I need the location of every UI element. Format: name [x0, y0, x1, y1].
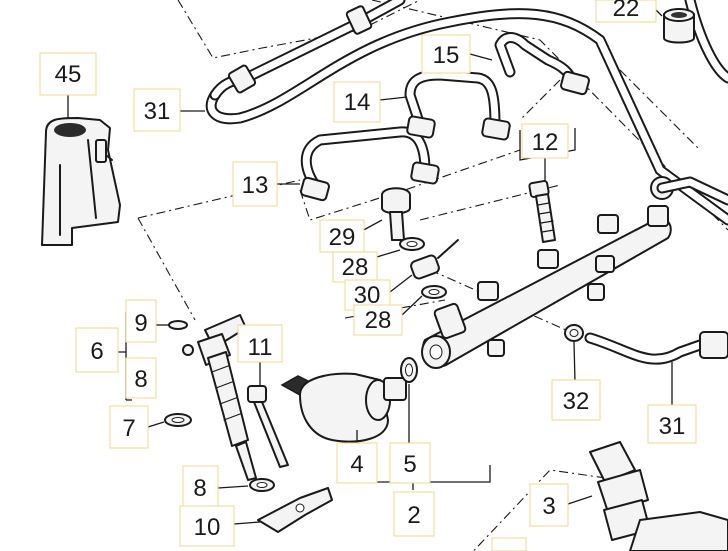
callout-label: 8 — [134, 366, 147, 393]
callout-15: 15 — [421, 34, 471, 74]
callout-31-lower: 31 — [647, 404, 697, 444]
callout-label: 7 — [122, 415, 135, 442]
callout-label: 5 — [403, 451, 416, 478]
injection-line-14 — [404, 69, 511, 141]
callout-45: 45 — [39, 52, 97, 96]
callout-11: 11 — [237, 324, 283, 363]
callout-2: 2 — [393, 491, 435, 537]
callout-9: 9 — [125, 299, 157, 343]
washer-part-28-upper — [399, 237, 425, 251]
callout-label: 45 — [55, 61, 82, 88]
callout-label: 22 — [613, 0, 640, 22]
callout-label: 28 — [342, 254, 369, 281]
pressure-sensor-part-4 — [280, 372, 407, 443]
callout-6: 6 — [75, 327, 119, 373]
callout-32: 32 — [551, 379, 601, 421]
callout-label: 8 — [193, 475, 206, 502]
callout-29: 29 — [319, 219, 365, 253]
injection-line-15 — [494, 32, 590, 96]
callout-label: 31 — [144, 98, 171, 125]
callout-7: 7 — [109, 405, 149, 449]
callout-label: 29 — [329, 224, 356, 251]
return-line-upper — [205, 0, 728, 226]
callout-28-lower: 28 — [353, 304, 403, 336]
bolt-part-12 — [528, 180, 556, 243]
seal-part-7 — [164, 413, 192, 427]
callout-8-lower: 8 — [182, 465, 219, 509]
injection-line-13 — [300, 126, 440, 202]
callout-label: 11 — [248, 334, 273, 361]
callout-10: 10 — [179, 505, 235, 547]
callout-label: 28 — [365, 307, 392, 334]
fuel-rail — [421, 176, 728, 369]
callout-label: 13 — [242, 172, 269, 199]
injector-part-6 — [182, 314, 257, 481]
callout-14: 14 — [333, 81, 381, 123]
sleeve-part-22 — [663, 8, 695, 44]
callout-8-upper: 8 — [125, 357, 157, 399]
callout-box-partial — [491, 537, 527, 551]
callout-label: 15 — [433, 42, 460, 69]
banjo-bolt-part-29 — [381, 187, 411, 241]
washer-part-8-lower — [249, 478, 275, 492]
callout-label: 10 — [194, 514, 221, 541]
o-ring-part-9 — [168, 320, 188, 330]
callout-label: 12 — [532, 129, 559, 156]
callout-3: 3 — [529, 483, 569, 527]
callout-28-upper: 28 — [332, 251, 378, 283]
washer-part-28-lower — [421, 285, 447, 299]
callout-31-upper: 31 — [133, 88, 181, 132]
callout-22: 22 — [595, 0, 657, 23]
callout-4: 4 — [336, 442, 378, 484]
callout-label: 4 — [350, 451, 363, 478]
callout-label: 9 — [134, 310, 147, 337]
callout-12: 12 — [521, 123, 569, 159]
callout-label: 6 — [90, 338, 103, 365]
clamp-part-10 — [257, 487, 333, 533]
callout-label: 31 — [659, 413, 686, 440]
seal-part-32 — [564, 324, 584, 342]
sensor-part-3 — [589, 441, 728, 551]
callout-13: 13 — [232, 161, 278, 207]
return-line-lower — [584, 331, 728, 365]
fitting-part-30 — [410, 239, 459, 280]
callout-bracket-6 — [118, 311, 132, 401]
bolt-part-11 — [247, 385, 289, 468]
callout-label: 2 — [407, 502, 420, 529]
cover-part-45 — [41, 117, 121, 246]
callout-label: 3 — [542, 493, 555, 520]
callout-label: 14 — [344, 89, 371, 116]
callout-5: 5 — [389, 442, 431, 484]
seal-part-5 — [400, 357, 418, 383]
callout-label: 32 — [563, 388, 590, 415]
